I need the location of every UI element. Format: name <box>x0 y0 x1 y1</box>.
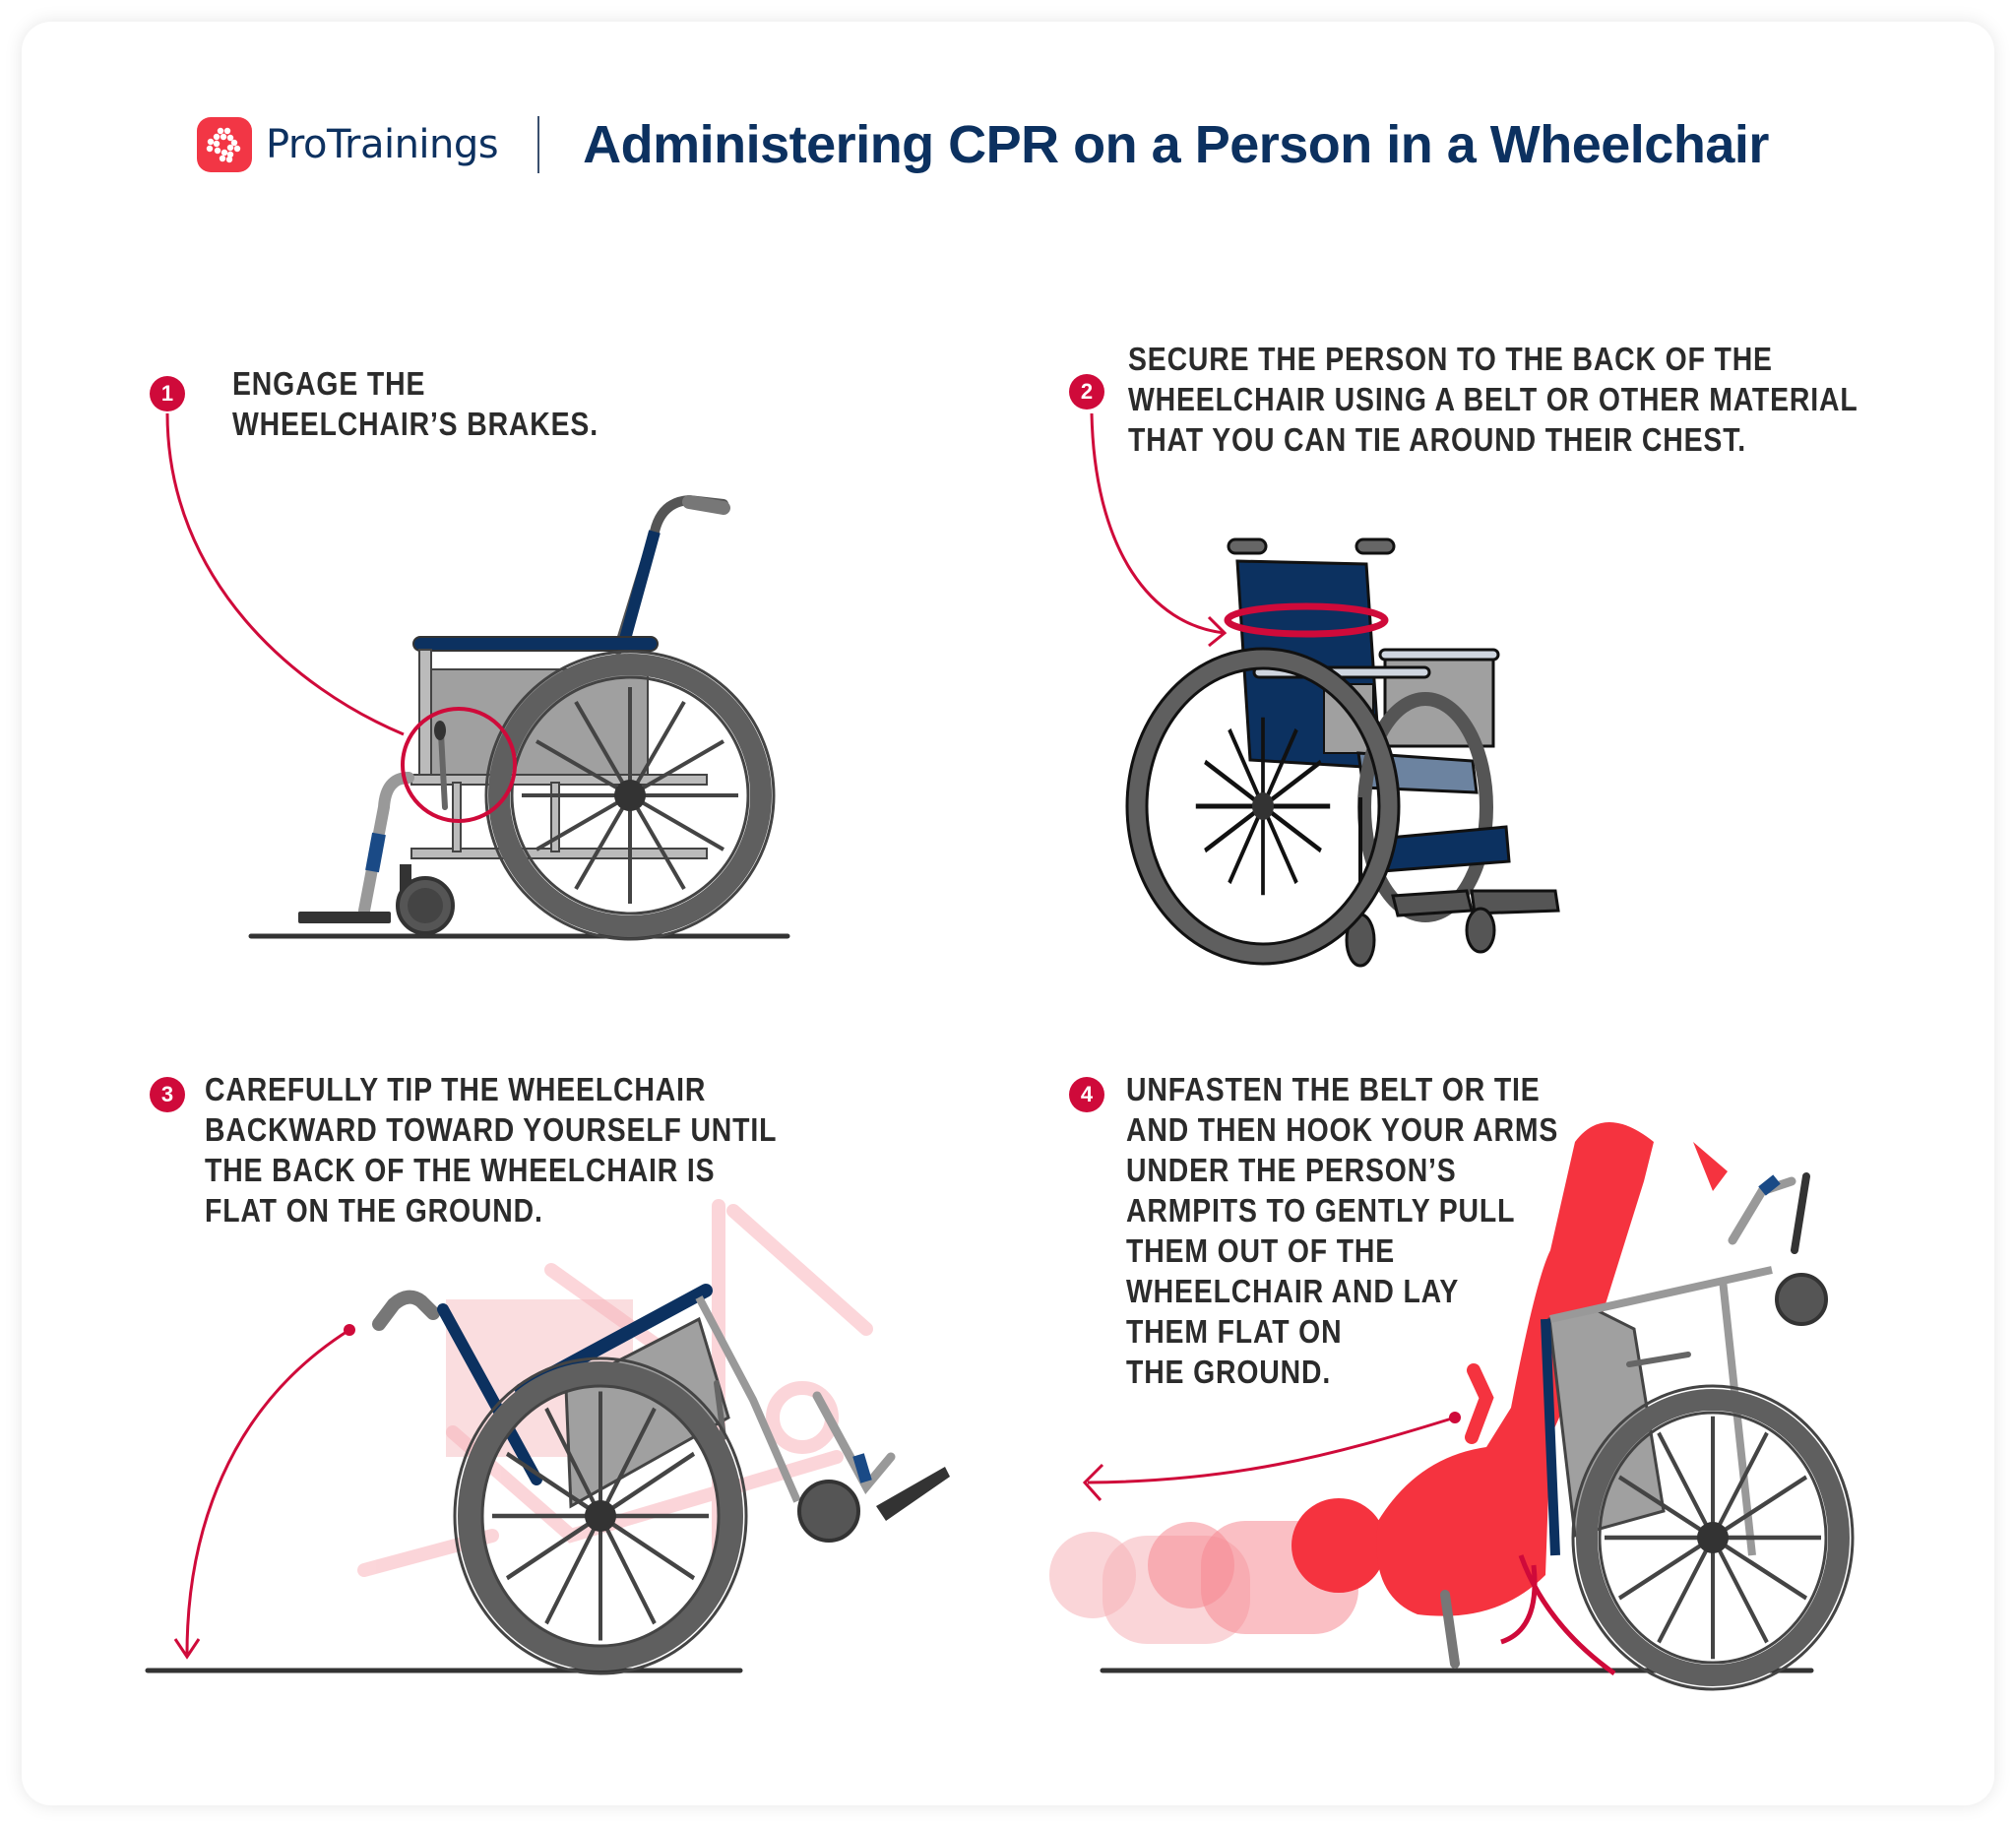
step-4-line: THEM FLAT ON <box>1126 1313 1343 1350</box>
person-figure <box>1376 1122 1654 1616</box>
step-4-line: WHEELCHAIR AND LAY <box>1126 1273 1460 1309</box>
step-4-line: THEM OUT OF THE <box>1126 1232 1396 1269</box>
step-2-line: SECURE THE PERSON TO THE BACK OF THE <box>1128 341 1773 377</box>
step-2-badge: 2 <box>1069 374 1104 410</box>
step-4-line: UNFASTEN THE BELT OR TIE <box>1126 1071 1541 1107</box>
step-1-badge: 1 <box>150 376 185 411</box>
step-3-badge: 3 <box>150 1077 185 1112</box>
header-divider <box>537 116 540 173</box>
step-3-text: CAREFULLY TIP THE WHEELCHAIR BACKWARD TO… <box>205 1069 777 1230</box>
step-3-line: THE BACK OF THE WHEELCHAIR IS <box>205 1152 716 1188</box>
step-2-illustration <box>1090 412 1560 968</box>
step-1-line: ENGAGE THE <box>232 365 426 402</box>
step-4-line: ARMPITS TO GENTLY PULL <box>1126 1192 1516 1229</box>
page-title: Administering CPR on a Person in a Wheel… <box>583 115 1769 174</box>
step-3-line: FLAT ON THE GROUND. <box>205 1192 543 1229</box>
header: ProTrainings Administering CPR on a Pers… <box>197 110 1769 179</box>
step-3-illustration <box>145 1199 950 1675</box>
person-ghost-figures <box>1049 1498 1386 1644</box>
step-4-line: THE GROUND. <box>1126 1354 1332 1390</box>
step-1-line: WHEELCHAIR’S BRAKES. <box>232 406 598 442</box>
step-4-line: UNDER THE PERSON’S <box>1126 1152 1457 1188</box>
step-3-line: CAREFULLY TIP THE WHEELCHAIR <box>205 1071 707 1107</box>
step-4-badge: 4 <box>1069 1077 1104 1112</box>
step-2-line: WHEELCHAIR USING A BELT OR OTHER MATERIA… <box>1128 381 1858 417</box>
step-2-line: THAT YOU CAN TIE AROUND THEIR CHEST. <box>1128 421 1747 458</box>
step-1-illustration <box>165 412 790 941</box>
step-3-line: BACKWARD TOWARD YOURSELF UNTIL <box>205 1111 778 1148</box>
brand-name: ProTrainings <box>266 122 499 167</box>
step-4-line: AND THEN HOOK YOUR ARMS <box>1126 1111 1559 1148</box>
step-2-text: SECURE THE PERSON TO THE BACK OF THE WHE… <box>1128 339 1858 460</box>
step-1-text: ENGAGE THE WHEELCHAIR’S BRAKES. <box>232 363 598 444</box>
step-4-text: UNFASTEN THE BELT OR TIE AND THEN HOOK Y… <box>1126 1069 1558 1392</box>
step-4-illustration <box>1049 1122 1855 1691</box>
protrainings-logo-icon <box>197 117 252 172</box>
